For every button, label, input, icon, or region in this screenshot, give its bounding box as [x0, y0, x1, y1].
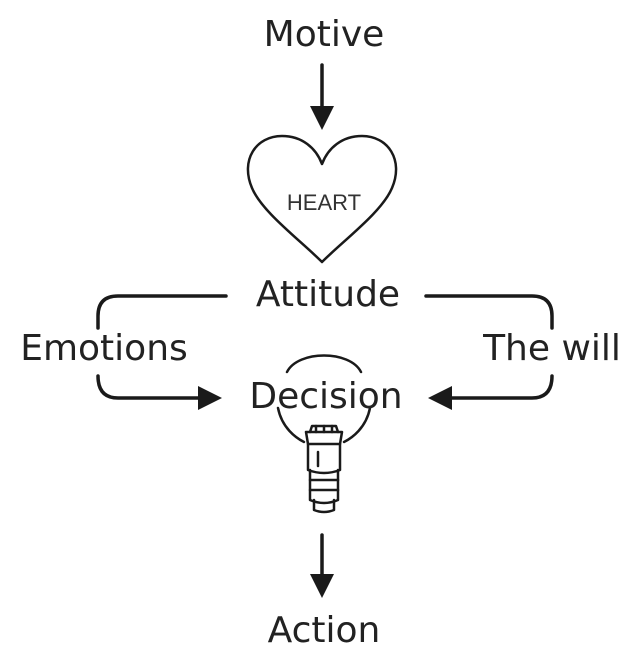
- attitude-label: Attitude: [256, 274, 400, 315]
- will-arrow: [424, 294, 554, 410]
- arrow-decision-to-action: [310, 533, 334, 598]
- light-bulb-icon: [276, 354, 372, 514]
- decision-label: Decision: [249, 376, 402, 417]
- heart-icon: [246, 134, 398, 264]
- the-will-label: The will: [482, 328, 621, 369]
- emotions-arrow: [96, 294, 228, 410]
- action-label: Action: [268, 610, 381, 646]
- arrow-motive-to-heart: [310, 63, 334, 130]
- motive-label: Motive: [264, 14, 385, 55]
- emotions-label: Emotions: [20, 328, 188, 369]
- heart-label: HEART: [287, 190, 361, 215]
